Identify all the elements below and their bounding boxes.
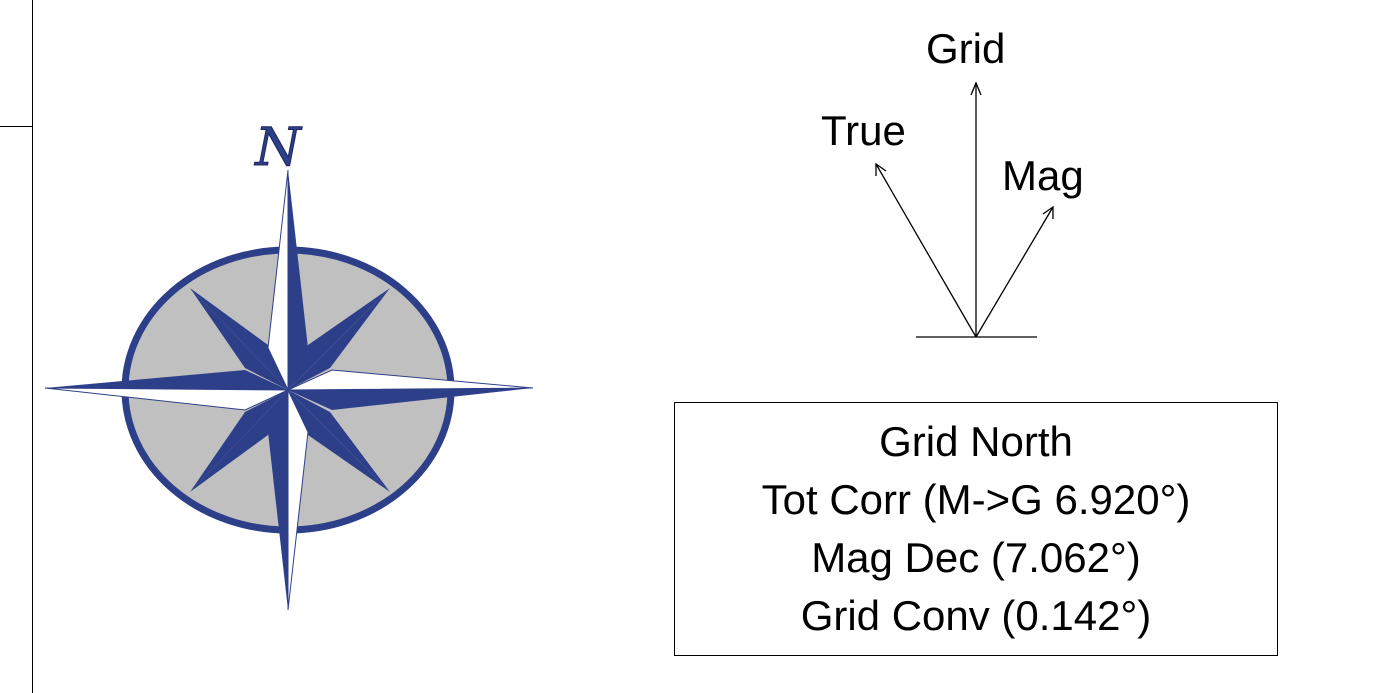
compass-west-bottom xyxy=(44,387,289,411)
compass-diagonal-points xyxy=(190,288,390,492)
mag-arrow-shaft xyxy=(975,206,1054,338)
mag-arrowhead xyxy=(1042,205,1054,219)
true-arrowhead xyxy=(875,162,887,176)
compass-east-bottom xyxy=(288,388,533,410)
page-border-line xyxy=(32,0,33,693)
compass-rose-icon: N xyxy=(44,118,534,611)
page-border-tick xyxy=(0,126,33,127)
compass-south-right xyxy=(287,389,309,611)
true-arrow-shaft xyxy=(875,163,977,338)
magnetic-declination: Mag Dec (7.062°) xyxy=(811,534,1141,581)
total-correction: Tot Corr (M->G 6.920°) xyxy=(761,476,1191,523)
north-info-box: Grid North Tot Corr (M->G 6.920°) Mag De… xyxy=(674,402,1278,656)
grid-arrowhead xyxy=(970,81,982,96)
grid-convergence: Grid Conv (0.142°) xyxy=(800,592,1152,639)
info-title: Grid North xyxy=(879,418,1073,465)
compass-south-left xyxy=(268,390,288,610)
compass-west-top xyxy=(45,370,288,390)
true-north-label: True xyxy=(821,107,906,154)
grid-north-label: Grid xyxy=(926,25,1006,72)
magnetic-north-label: Mag xyxy=(1002,152,1084,199)
compass-north-right xyxy=(288,170,308,390)
compass-north-letter: N xyxy=(253,118,302,178)
north-arrows-diagram xyxy=(875,81,1054,338)
